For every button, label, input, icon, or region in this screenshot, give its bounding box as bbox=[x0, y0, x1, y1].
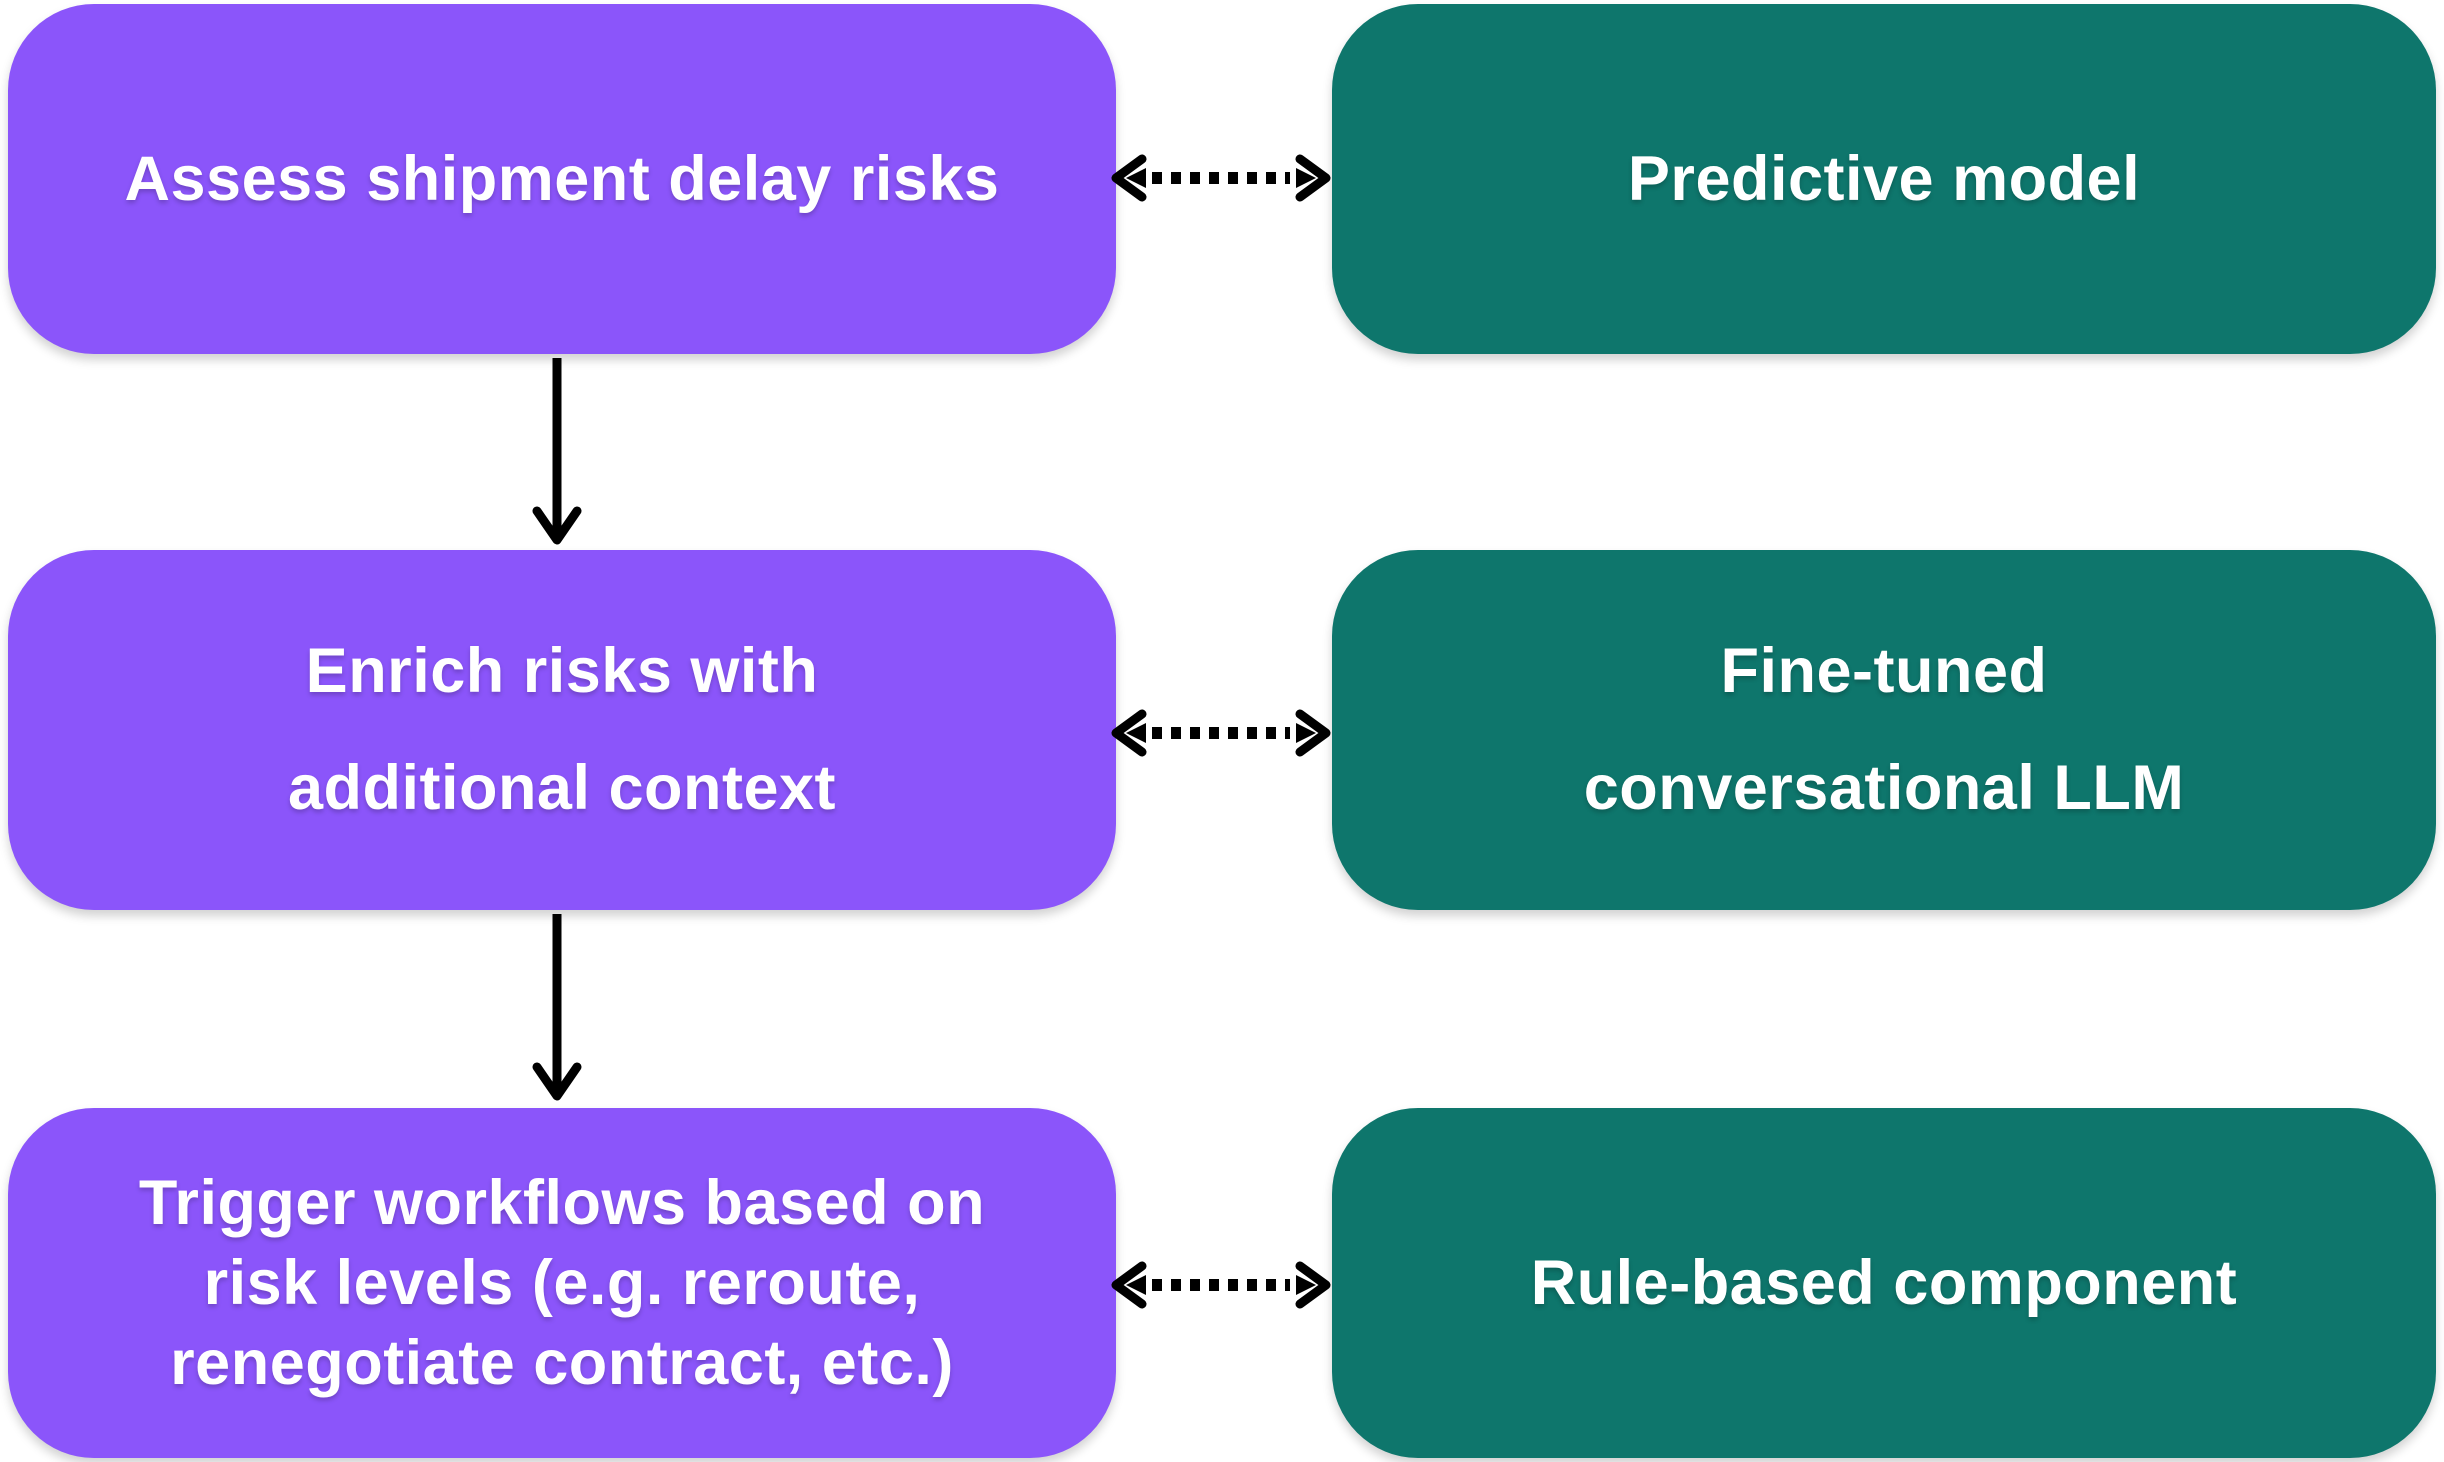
component-label: Predictive model bbox=[1627, 144, 2141, 214]
component-box-finetuned-llm: Fine-tuned conversational LLM bbox=[1332, 550, 2436, 910]
step-box-trigger-workflows: Trigger workflows based on risk levels (… bbox=[8, 1108, 1116, 1458]
component-label: conversational LLM bbox=[1583, 753, 2185, 823]
component-box-predictive-model: Predictive model bbox=[1332, 4, 2436, 354]
dotted-double-arrow-icon bbox=[1110, 1245, 1332, 1325]
solid-down-arrow-icon bbox=[517, 910, 597, 1106]
dotted-double-arrow-icon bbox=[1110, 693, 1332, 773]
component-label: Fine-tuned bbox=[1720, 636, 2048, 706]
step-label: Enrich risks with bbox=[305, 636, 819, 706]
solid-down-arrow-icon bbox=[517, 354, 597, 550]
step-label: renegotiate contract, etc.) bbox=[170, 1328, 954, 1398]
step-box-assess-risks: Assess shipment delay risks bbox=[8, 4, 1116, 354]
component-label: Rule-based component bbox=[1530, 1248, 2238, 1318]
step-label: additional context bbox=[287, 753, 837, 823]
component-box-rule-based: Rule-based component bbox=[1332, 1108, 2436, 1458]
dotted-double-arrow-icon bbox=[1110, 138, 1332, 218]
step-label: Assess shipment delay risks bbox=[124, 144, 1000, 214]
step-box-enrich-risks: Enrich risks with additional context bbox=[8, 550, 1116, 910]
step-label: Trigger workflows based on bbox=[138, 1168, 986, 1238]
step-label: risk levels (e.g. reroute, bbox=[203, 1248, 921, 1318]
